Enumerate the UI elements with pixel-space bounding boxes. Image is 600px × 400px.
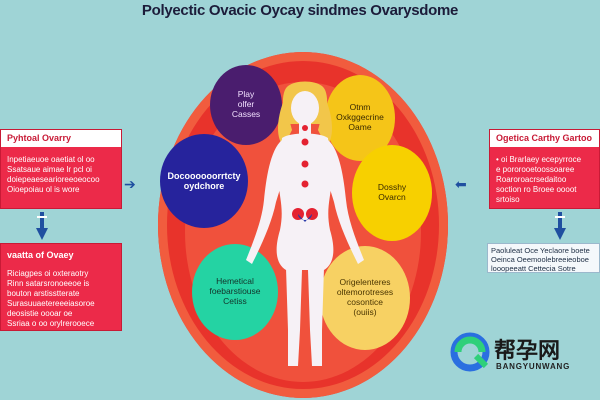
- right-top-box: Ogetica Carthy Gartoo • oi Brarlaey ecep…: [489, 129, 600, 209]
- circle-purple: Play olfer Casses: [210, 65, 282, 145]
- circle-yellow-mid: Dosshy Ovarcn: [352, 145, 432, 241]
- arrow-right-icon: ➔: [124, 176, 136, 192]
- left-bottom-box-header: vaatta of Ovaey: [7, 250, 74, 260]
- page-title: Polyectic Ovacic Oycay sindmes Ovarysdom…: [141, 2, 459, 19]
- left-top-box: Pyhtoal Ovarry Inpetiaeuoe oaetiat ol oo…: [0, 129, 122, 209]
- bangyunwang-logo-icon: [450, 332, 490, 372]
- left-bottom-box-body: Riciagpes oi oxteraotry Rinn satarsronoe…: [7, 269, 95, 329]
- right-top-box-body: • oi Brarlaey ecepyrroce e pororooetooss…: [496, 155, 582, 205]
- down-arrow-icon-right: [554, 212, 566, 240]
- logo-english-text: BANGYUNWANG: [496, 362, 571, 371]
- down-arrow-icon-left: [36, 212, 48, 240]
- right-note-box: Paoluleat Oce Yeclaore boete Oeinca Oeem…: [487, 243, 600, 273]
- arrow-left-icon: ⬅: [455, 176, 467, 192]
- left-bottom-box: vaatta of Ovaey Riciagpes oi oxteraotry …: [0, 243, 122, 331]
- circle-peach: Origelenteres oltemorotreses cosontice (…: [320, 246, 410, 350]
- left-top-box-header: Pyhtoal Ovarry: [1, 130, 121, 148]
- left-top-box-body: Inpetiaeuoe oaetiat ol oo Ssatsaue aimae…: [7, 155, 100, 195]
- right-top-box-header: Ogetica Carthy Gartoo: [490, 130, 599, 148]
- female-figure-icon: [246, 81, 364, 366]
- circle-navy: Docoooooorrtcty oydchore: [160, 134, 248, 228]
- logo-chinese-text: 帮孕网: [494, 338, 561, 363]
- circle-teal: Hemetical foebarstiouse Cetiss: [192, 244, 278, 340]
